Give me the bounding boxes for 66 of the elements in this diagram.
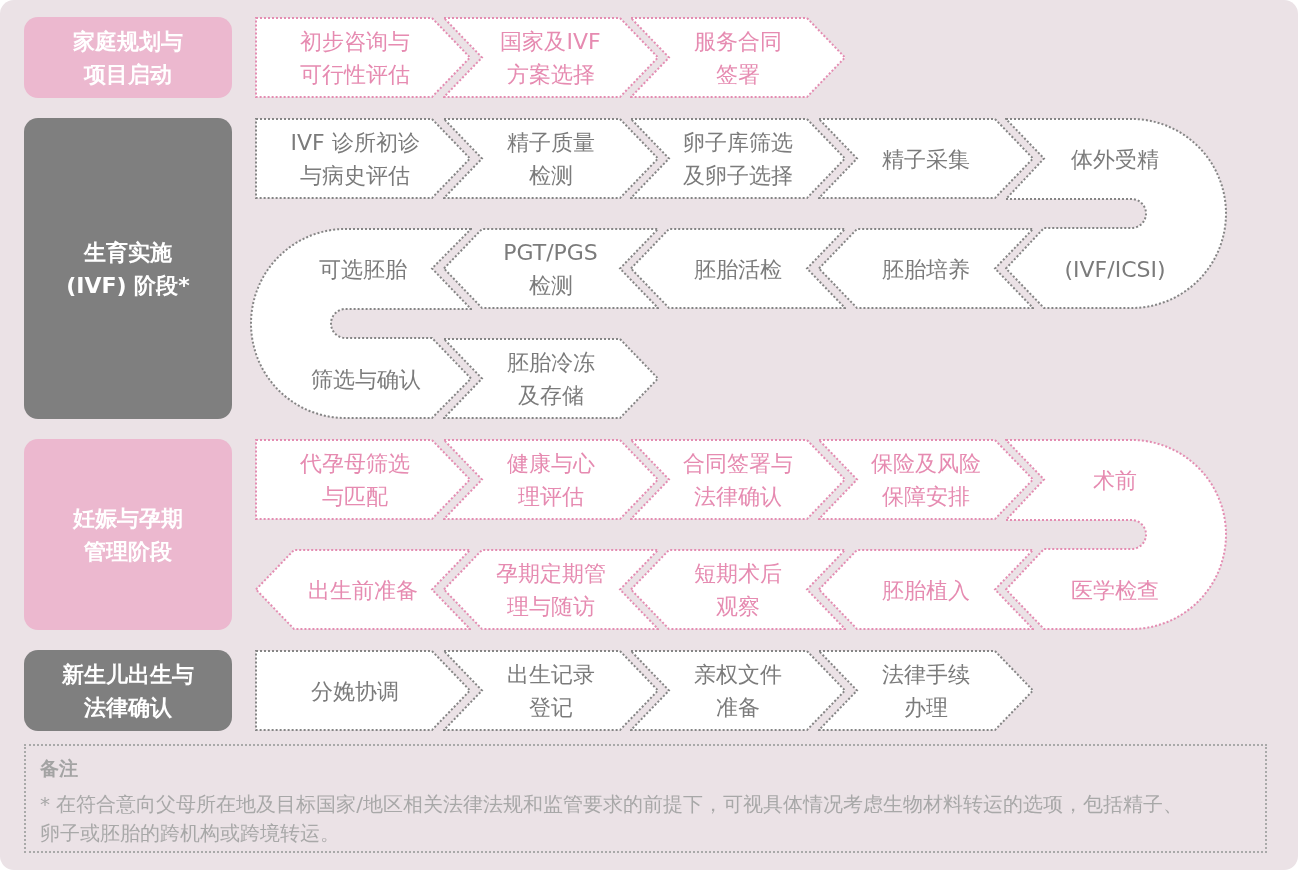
step-label: 精子采集 <box>881 145 970 173</box>
phase-box <box>24 118 232 419</box>
u-turn-step <box>1005 118 1227 309</box>
u-turn-step <box>250 228 472 419</box>
chevron-step <box>630 17 846 98</box>
step-label: 胚胎培养 <box>881 255 970 283</box>
step-label: 法律手续办理 <box>880 660 971 722</box>
chevron-step <box>630 549 846 630</box>
chevron-step <box>630 650 846 731</box>
chevron-step <box>255 118 471 199</box>
step-label: 精子质量检测 <box>505 128 596 190</box>
chevron-step <box>817 549 1034 630</box>
note-heading: 备注 <box>40 756 78 781</box>
step-label: 短期术后观察 <box>693 559 783 621</box>
chevron-step <box>442 439 659 520</box>
step-label: 服务合同签署 <box>693 27 783 89</box>
chevron-step <box>817 228 1034 309</box>
step-label: 出生记录登记 <box>505 660 596 722</box>
step-label: 亲权文件准备 <box>693 660 783 722</box>
step-label: 胚胎活检 <box>694 255 782 283</box>
chevron-step <box>255 17 471 98</box>
chevron-step <box>442 118 659 199</box>
chevron-step <box>442 549 659 630</box>
chevron-step <box>442 650 659 731</box>
chevron-step <box>442 228 659 309</box>
step-label: 分娩协调 <box>311 677 399 705</box>
phase-label: 新生儿出生与法律确认 <box>61 660 195 722</box>
phase-box <box>24 17 232 98</box>
step-label: (IVF/ICSI) <box>1064 255 1166 283</box>
phase-label: 家庭规划与项目启动 <box>72 27 184 89</box>
step-label: 胚胎植入 <box>881 576 970 604</box>
chevron-step <box>255 439 471 520</box>
step-label: PGT/PGS检测 <box>502 238 599 300</box>
chevron-step <box>442 17 659 98</box>
chevron-step <box>255 650 471 731</box>
chevron-step <box>817 118 1034 199</box>
step-label: 术前 <box>1093 466 1137 494</box>
chevron-step <box>630 118 846 199</box>
note-text: * 在符合意向父母所在地及目标国家/地区相关法律法规和监管要求的前提下，可视具体情况考虑生物材料转运的选项，包括精子、卵子或胚胎的跨机构或跨境转运。 <box>40 791 1185 847</box>
step-label: 保险及风险保障安排 <box>869 449 982 511</box>
phase-box <box>24 439 232 630</box>
step-label: 医学检查 <box>1071 576 1159 604</box>
step-label: 健康与心理评估 <box>505 449 596 511</box>
chevron-step <box>630 228 846 309</box>
step-label: 初步咨询与可行性评估 <box>299 27 411 89</box>
step-label: 筛选与确认 <box>311 365 421 393</box>
step-label: 合同签署与法律确认 <box>682 449 794 511</box>
chevron-step <box>817 439 1034 520</box>
chevron-step <box>442 338 659 419</box>
u-turn-step <box>1005 439 1227 630</box>
step-label: 体外受精 <box>1071 145 1159 173</box>
chevron-step <box>817 650 1034 731</box>
phase-label: 生育实施(IVF) 阶段* <box>65 238 191 300</box>
note-box <box>24 744 1267 853</box>
phase-box <box>24 650 232 731</box>
chevron-step <box>255 549 471 630</box>
step-label: 代孕母筛选与匹配 <box>299 449 411 511</box>
chevron-step <box>630 439 846 520</box>
step-label: 可选胚胎 <box>319 255 407 283</box>
step-label: 孕期定期管理与随访 <box>494 559 607 621</box>
step-label: 胚胎冷冻及存储 <box>505 348 596 410</box>
phase-label: 妊娠与孕期管理阶段 <box>72 504 184 566</box>
step-label: IVF 诊所初诊与病史评估 <box>289 128 421 190</box>
step-label: 国家及IVF方案选择 <box>499 27 602 89</box>
step-label: 出生前准备 <box>308 576 418 604</box>
step-label: 卵子库筛选及卵子选择 <box>682 128 794 190</box>
